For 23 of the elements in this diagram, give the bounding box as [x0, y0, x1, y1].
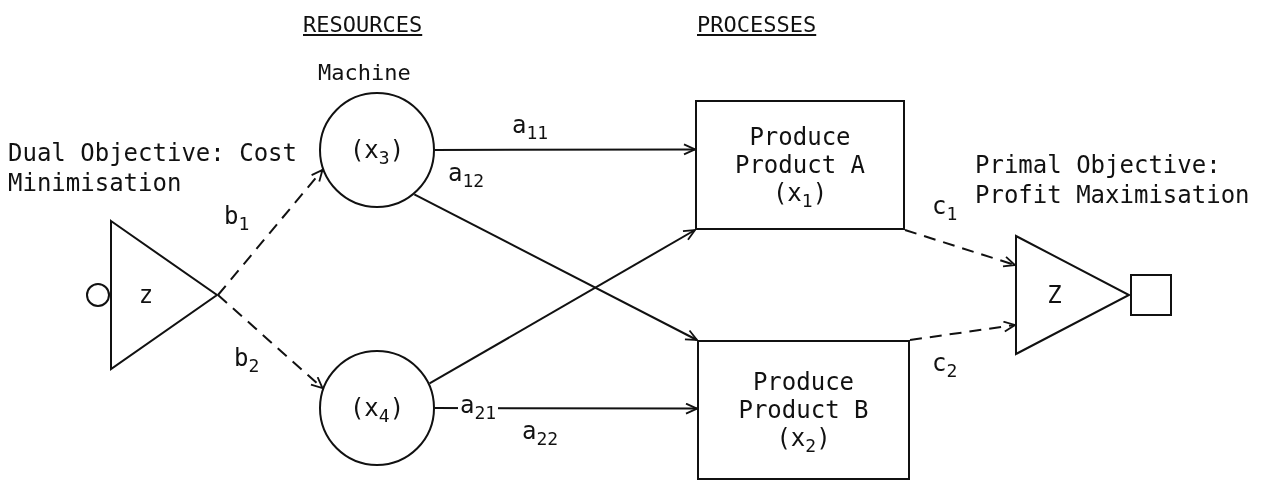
process-box [697, 340, 910, 480]
resource-circle [319, 92, 435, 208]
variable-label: (x$_{3}$) [349, 136, 405, 164]
process-label: Produce Product B (x$_{2}$) [737, 368, 870, 452]
arrow [413, 193, 698, 341]
variable-label: (x$_{4}$) [349, 394, 405, 422]
process-box [695, 100, 905, 230]
objective-label: Primal Objective: Profit Maximisation [975, 150, 1251, 210]
objective-triangle [110, 220, 218, 370]
column-heading: PROCESSES [697, 12, 817, 38]
column-heading: RESOURCES [303, 12, 423, 38]
resource-label: Machine [318, 60, 411, 86]
objective-symbol: Z [1047, 281, 1062, 309]
arrow [904, 229, 1016, 268]
arrow [217, 294, 324, 390]
resource-circle [319, 350, 435, 466]
process-label: Produce Product A (x$_{1}$) [733, 123, 866, 207]
objective-symbol: z [138, 281, 154, 309]
arrow [217, 168, 324, 296]
arrow [909, 320, 1016, 341]
objective-triangle [1015, 235, 1130, 355]
arrow [428, 229, 696, 385]
arrow [434, 143, 696, 156]
